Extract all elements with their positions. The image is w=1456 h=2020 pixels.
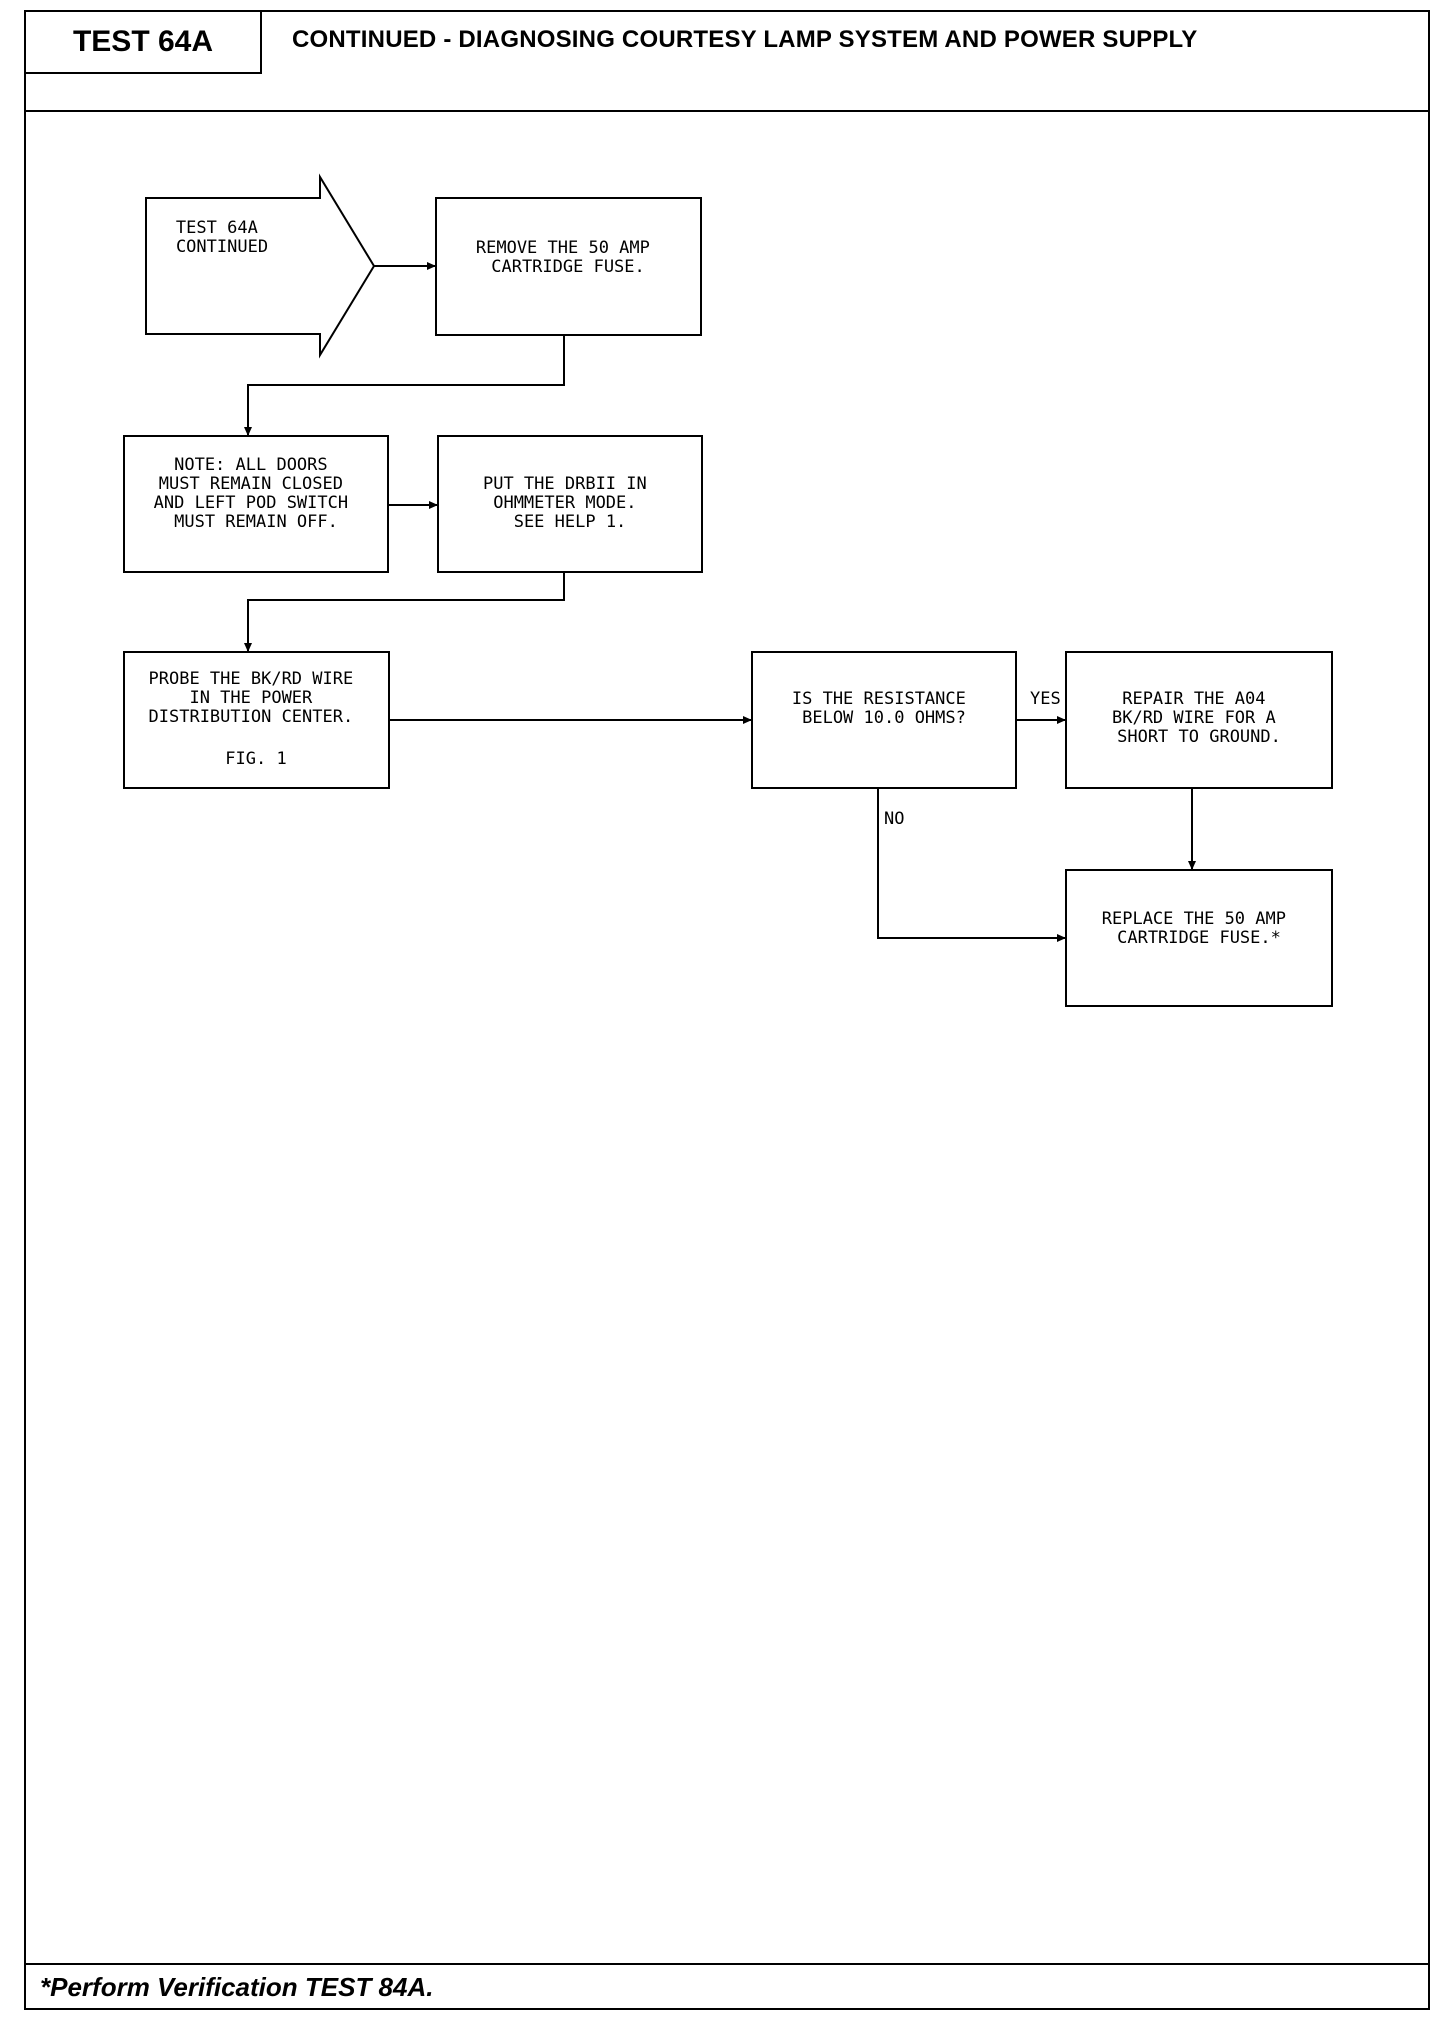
- test-id-label: TEST 64A: [26, 12, 262, 74]
- footer-divider: [24, 1963, 1430, 1965]
- decision-text: IS THE RESISTANCE BELOW 10.0 OHMS?: [792, 689, 976, 728]
- drbii-box: [437, 435, 703, 573]
- note-text: NOTE: ALL DOORS MUST REMAIN CLOSED AND L…: [154, 455, 359, 532]
- connector-remove-note: [244, 335, 565, 436]
- replace-box: [1065, 869, 1333, 1007]
- probe-text: PROBE THE BK/RD WIRE IN THE POWER DISTRI…: [149, 669, 364, 769]
- footer-note: *Perform Verification TEST 84A.: [40, 1972, 434, 2002]
- repair-box: [1065, 651, 1333, 789]
- yes-label: YES: [1030, 689, 1061, 709]
- start-text: TEST 64A CONTINUED: [176, 218, 268, 257]
- remove-fuse-text: REMOVE THE 50 AMP CARTRIDGE FUSE.: [476, 238, 660, 277]
- drbii-text: PUT THE DRBII IN OHMMETER MODE. SEE HELP…: [483, 474, 657, 532]
- no-label: NO: [884, 809, 904, 829]
- page-header: TEST 64A CONTINUED - DIAGNOSING COURTESY…: [24, 10, 1430, 112]
- replace-text: REPLACE THE 50 AMP CARTRIDGE FUSE.*: [1102, 909, 1296, 948]
- repair-text: REPAIR THE A04 BK/RD WIRE FOR A SHORT TO…: [1112, 689, 1286, 747]
- start-arrow-shape: [145, 173, 376, 359]
- page-title: CONTINUED - DIAGNOSING COURTESY LAMP SYS…: [292, 26, 1198, 53]
- connector-no: [877, 788, 1066, 942]
- connector-drbii-probe: [244, 572, 565, 652]
